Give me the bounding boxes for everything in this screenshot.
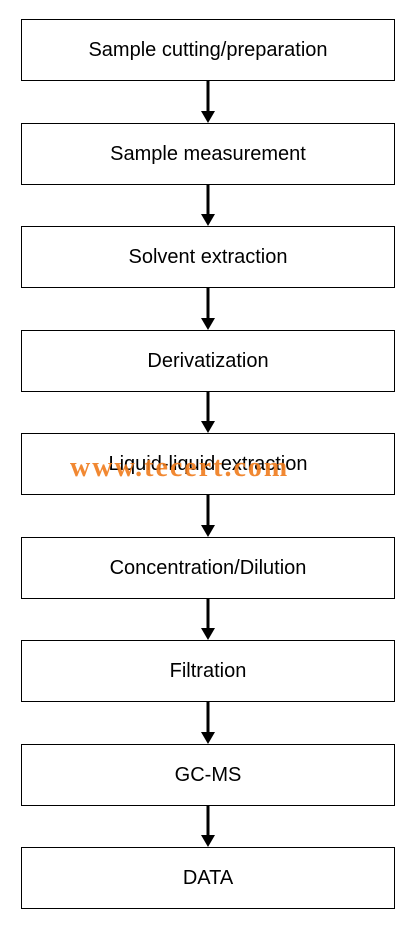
flow-arrow-4 xyxy=(200,392,216,433)
flow-arrow-6 xyxy=(200,599,216,640)
watermark-text: www.tecert.com xyxy=(70,452,290,483)
step-filtration: Filtration xyxy=(21,640,395,702)
flow-arrow-1 xyxy=(200,81,216,123)
step-gc-ms: GC-MS xyxy=(21,744,395,806)
step-solvent-extraction: Solvent extraction xyxy=(21,226,395,288)
step-concentration-dilution: Concentration/Dilution xyxy=(21,537,395,599)
flow-arrow-8 xyxy=(200,806,216,847)
step-liquid-liquid-extraction: Liquid-liquid extraction xyxy=(21,433,395,495)
step-sample-cutting-preparation: Sample cutting/preparation xyxy=(21,19,395,81)
step-data: DATA xyxy=(21,847,395,909)
flow-arrow-5 xyxy=(200,495,216,537)
flow-arrow-7 xyxy=(200,702,216,744)
flow-arrow-3 xyxy=(200,288,216,330)
step-sample-measurement: Sample measurement xyxy=(21,123,395,185)
flow-arrow-2 xyxy=(200,185,216,226)
step-derivatization: Derivatization xyxy=(21,330,395,392)
